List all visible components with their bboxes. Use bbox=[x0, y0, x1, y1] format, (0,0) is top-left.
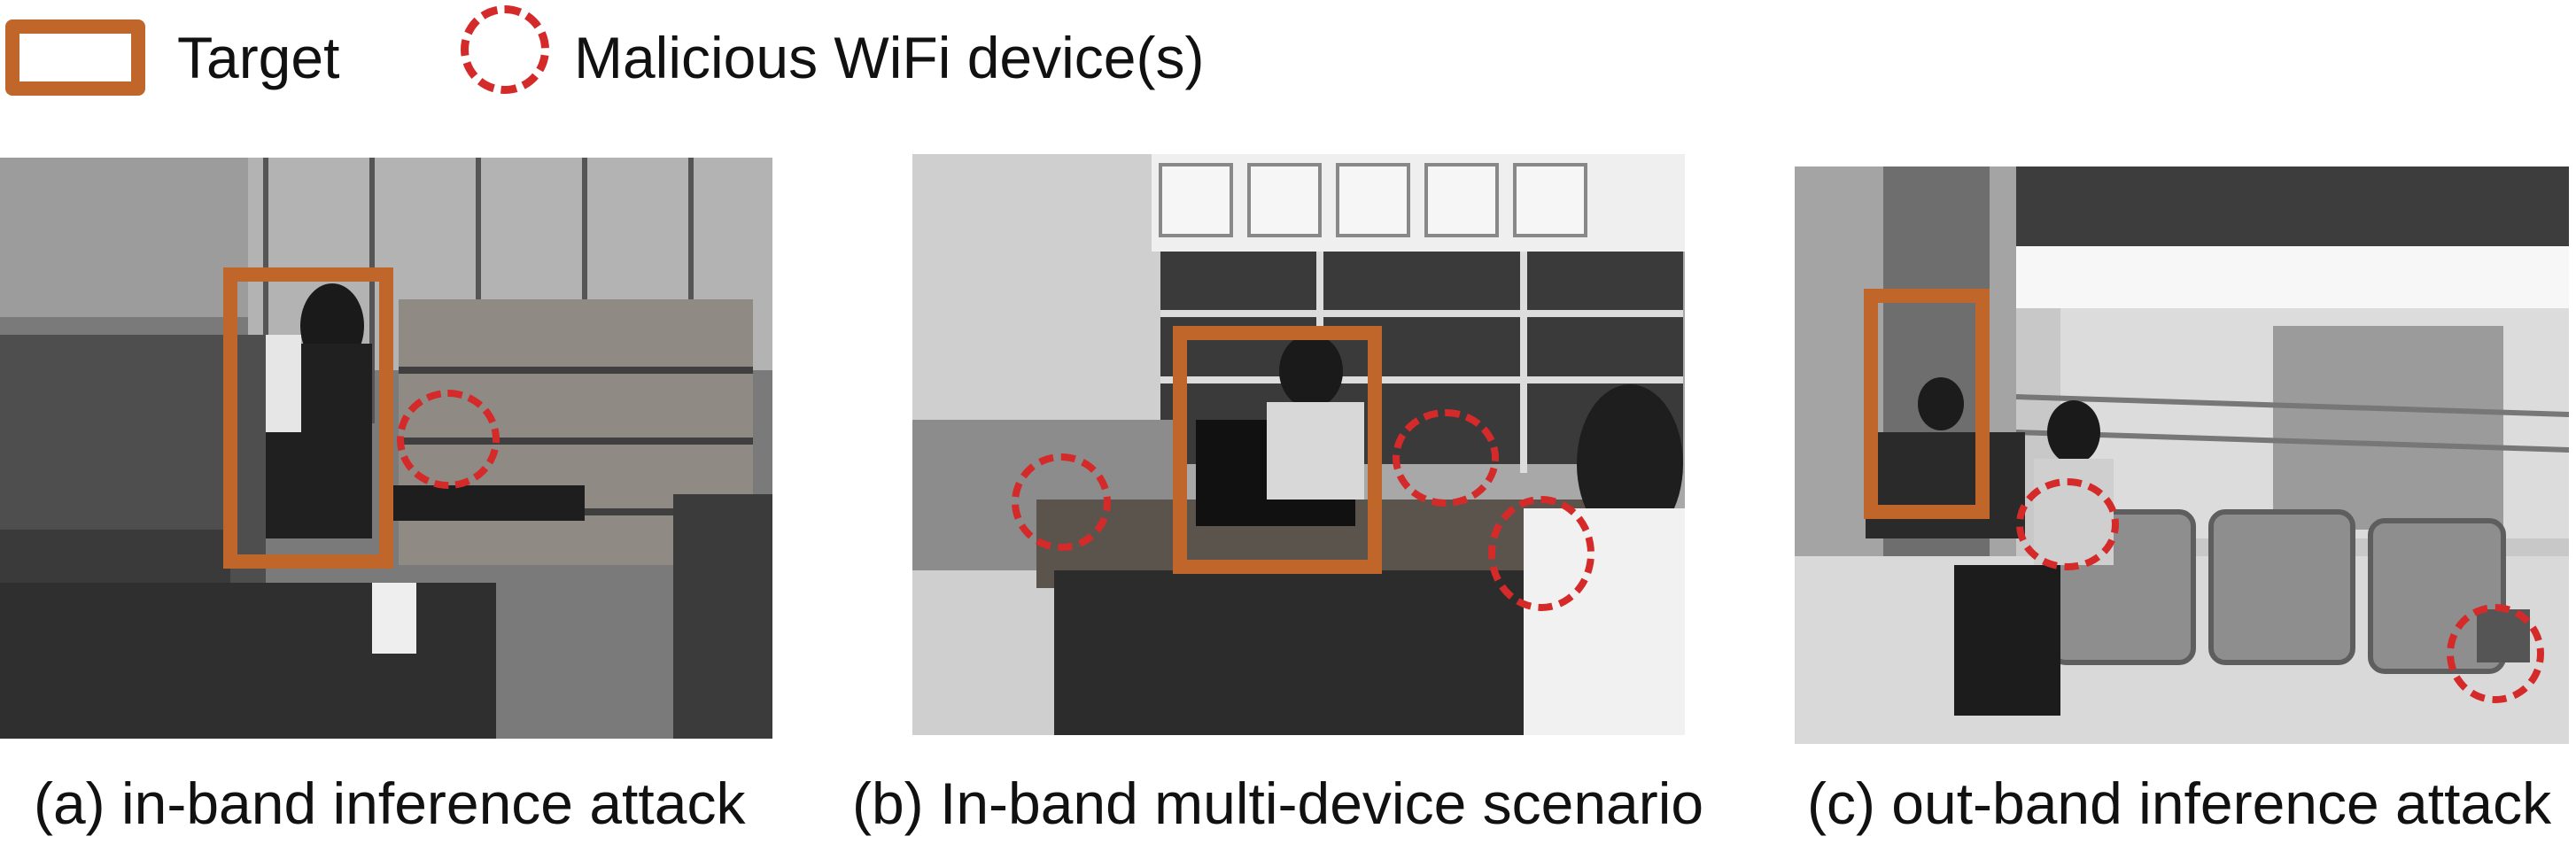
malicious-device-marker-c2 bbox=[2447, 604, 2544, 703]
malicious-device-marker-b1 bbox=[1012, 453, 1111, 551]
malicious-device-marker-b3 bbox=[1488, 496, 1594, 611]
photo-panel-b bbox=[912, 154, 1685, 735]
malicious-device-marker-c1 bbox=[2016, 478, 2119, 570]
malicious-legend-swatch bbox=[461, 5, 549, 94]
caption-b: (b) In-band multi-device scenario bbox=[852, 771, 1704, 836]
scene-b-image bbox=[912, 154, 1685, 735]
target-marker-b bbox=[1173, 326, 1382, 574]
scene-a-image bbox=[0, 158, 772, 739]
malicious-device-marker-b2 bbox=[1393, 409, 1499, 507]
photo-panel-c bbox=[1795, 167, 2569, 744]
target-marker-c bbox=[1864, 289, 1990, 519]
target-legend-label: Target bbox=[177, 25, 340, 90]
caption-a: (a) in-band inference attack bbox=[34, 771, 746, 836]
caption-c: (c) out-band inference attack bbox=[1807, 771, 2552, 836]
legend: Target Malicious WiFi device(s) bbox=[0, 0, 1329, 115]
target-legend-swatch bbox=[5, 19, 145, 96]
photo-panel-a bbox=[0, 158, 772, 739]
malicious-device-marker-a bbox=[397, 390, 500, 489]
malicious-legend-label: Malicious WiFi device(s) bbox=[574, 25, 1205, 90]
target-marker-a bbox=[223, 267, 393, 569]
